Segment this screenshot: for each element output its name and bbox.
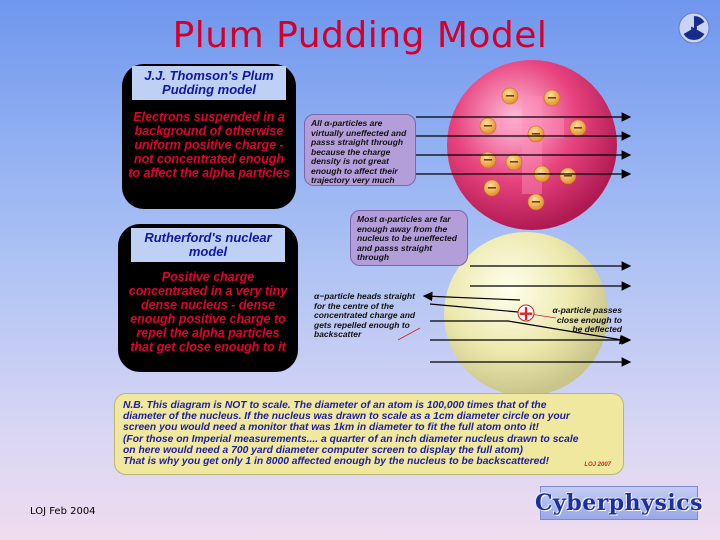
electron (559, 167, 577, 185)
alpha-path-backscatter (429, 303, 519, 313)
radiation-icon[interactable] (678, 12, 710, 44)
electron (543, 89, 561, 107)
rutherford-description: Positive charge concentrated in a very t… (128, 270, 288, 354)
electron-minus-sign: − (483, 119, 494, 134)
electron-minus-sign: − (547, 91, 558, 106)
scale-note-line: (For those on Imperial measurements.... … (123, 433, 579, 445)
electron-minus-sign: − (509, 155, 520, 170)
electron-minus-sign: − (531, 127, 542, 142)
electron-minus-sign: − (563, 169, 574, 184)
rutherford-alpha-paths (422, 261, 632, 367)
thomson-description: Electrons suspended in a background of o… (128, 110, 290, 180)
rutherford-panel: Rutherford's nuclear model Positive char… (118, 224, 298, 372)
electron-minus-sign: − (505, 89, 516, 104)
electron-minus-sign: − (573, 121, 584, 136)
electron (527, 193, 545, 211)
electron (505, 153, 523, 171)
electron-minus-sign: − (487, 181, 498, 196)
scale-note: N.B. This diagram is NOT to scale. The d… (114, 393, 624, 475)
electron (483, 179, 501, 197)
note-signature: LOJ 2007 (584, 461, 611, 468)
page-title: Plum Pudding Model (172, 15, 548, 56)
rutherford-heading: Rutherford's nuclear model (131, 228, 285, 262)
alpha-path-deflected (507, 320, 630, 345)
scale-note-line: N.B. This diagram is NOT to scale. The d… (123, 400, 547, 411)
deflected-label: α-particle passes close enough to be def… (552, 305, 622, 334)
scale-note-line: That is why you get only 1 in 8000 affec… (123, 456, 550, 468)
thomson-alpha-paths (416, 112, 632, 179)
alpha-path-backscatter-return (422, 291, 521, 302)
electron-minus-sign: − (483, 153, 494, 168)
electron-minus-sign: − (531, 195, 542, 210)
nucleus (517, 304, 535, 322)
cyberphysics-logo[interactable]: Cyberphysics (535, 486, 702, 520)
most-particles-callout: Most α-particles are far enough away fro… (350, 210, 468, 266)
scale-note-line: screen you would need a monitor that was… (123, 422, 539, 434)
scale-note-line: diameter of the nucleus. If the nucleus … (123, 411, 570, 423)
backscatter-label: α−particle heads straight for the centre… (314, 291, 416, 339)
electrons: −−−−−−−−−−− (479, 87, 587, 211)
electron (527, 125, 545, 143)
nucleus-plus-sign: + (518, 301, 535, 325)
electron (479, 151, 497, 169)
electron (479, 117, 497, 135)
scale-note-line: on here would need a 700 yard diameter c… (123, 444, 523, 456)
pointer-line (397, 327, 421, 341)
electron (501, 87, 519, 105)
footer-credit: LOJ Feb 2004 (30, 506, 96, 517)
thomson-callout: All α-particles are virtually uneffected… (304, 114, 416, 186)
thomson-heading: J.J. Thomson's Plum Pudding model (132, 66, 286, 100)
thomson-panel: J.J. Thomson's Plum Pudding model Electr… (122, 64, 296, 209)
